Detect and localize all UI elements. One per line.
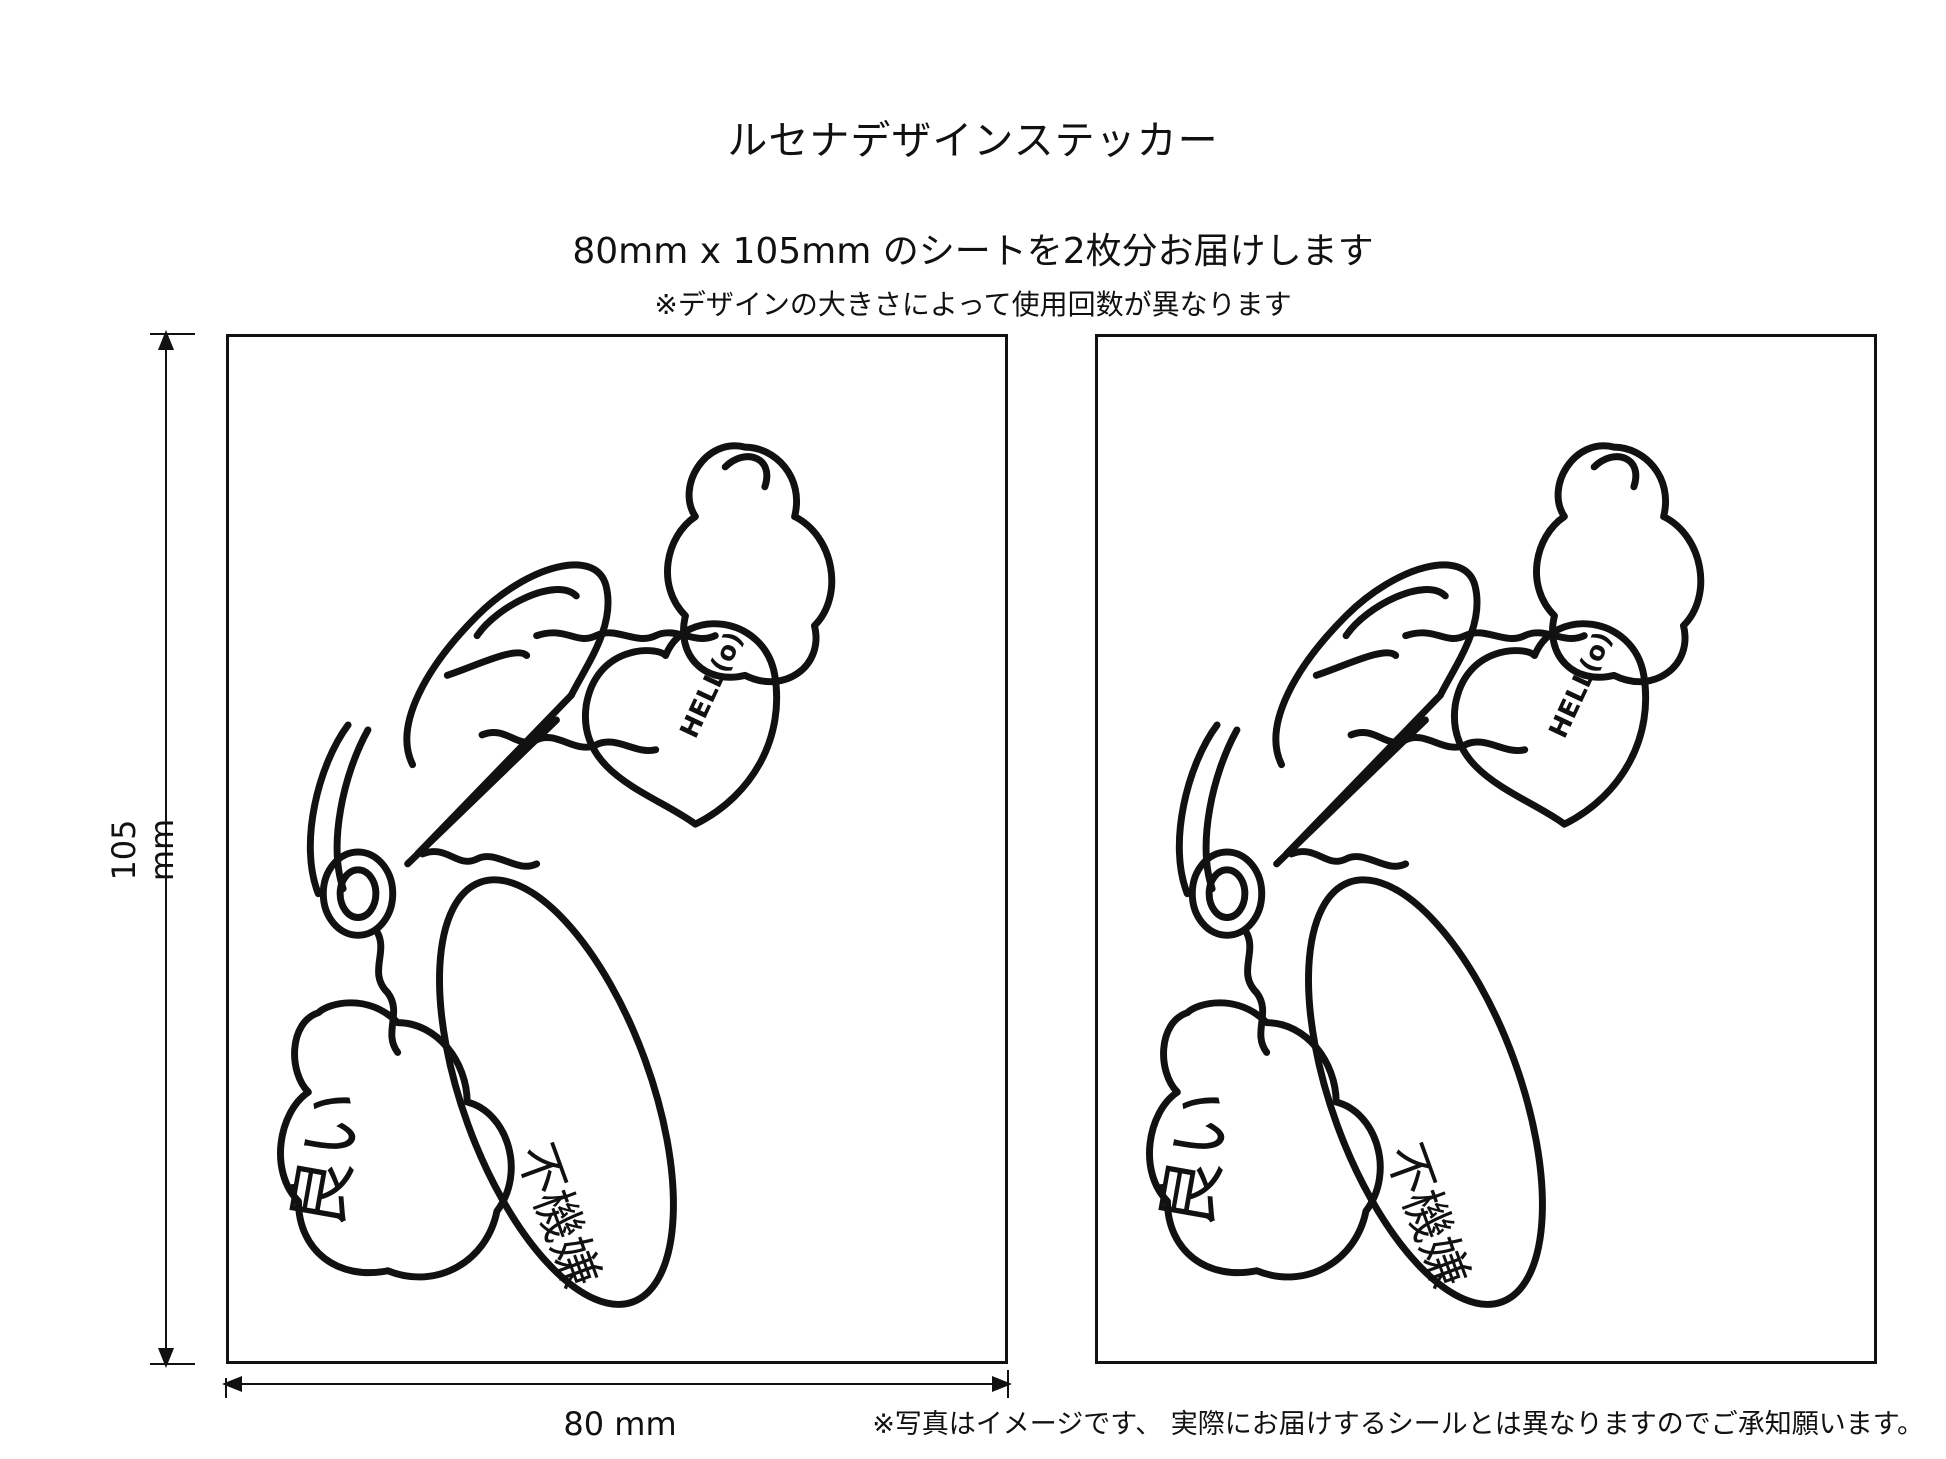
sticker-sheet-1: HELL(o) 不機嫌 良い — [226, 334, 1008, 1364]
sticker-sheet-2: HELL(o) 不機嫌 良い — [1095, 334, 1877, 1364]
sheet-size-text: 80mm x 105mm のシートを2枚分お届けします — [572, 231, 1374, 272]
page-title: ルセナデザインステッカー — [727, 118, 1219, 164]
height-dimension-label: 105 mm — [105, 818, 181, 882]
width-dimension-label: 80 mm — [563, 1405, 677, 1443]
sticker-artwork: HELL(o) 不機嫌 良い — [1145, 442, 1705, 1308]
sticker-artwork: HELL(o) 不機嫌 良い — [276, 442, 836, 1308]
oval-tag-text: 不機嫌 — [505, 1136, 610, 1296]
oval-tag-text: 不機嫌 — [1374, 1136, 1479, 1296]
usage-note: ※デザインの大きさによって使用回数が異なります — [654, 288, 1292, 321]
disclaimer-text: ※写真はイメージです、 実際にお届けするシールとは異なりますのでご承知願います。 — [872, 1409, 1924, 1440]
